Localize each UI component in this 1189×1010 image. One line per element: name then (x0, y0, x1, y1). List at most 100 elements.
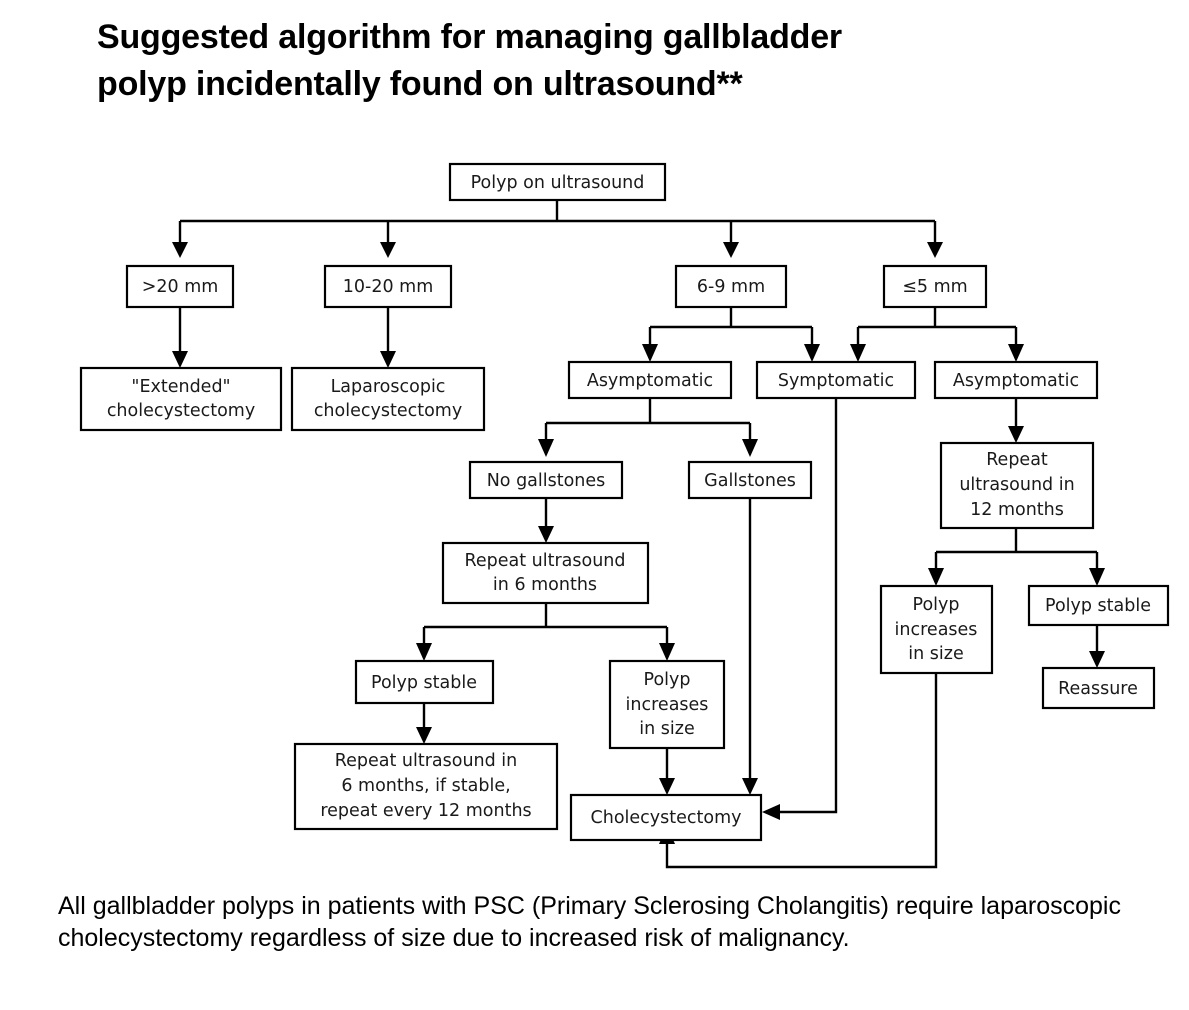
node-box (448, 162, 667, 202)
node-label-line2: ultrasound in (959, 475, 1074, 495)
arrowhead-lap (380, 351, 396, 368)
node-box (125, 264, 235, 309)
node-label-line2: increases (895, 620, 978, 640)
node-label-line1: Repeat ultrasound in (335, 751, 518, 771)
node-6-9mm[interactable]: 6-9 mm (674, 264, 788, 309)
node-label-line1: Laparoscopic (331, 377, 446, 397)
node-box (879, 584, 994, 675)
figure-title: Suggested algorithm for managing gallbla… (97, 18, 842, 103)
arrowhead-repeat12 (1008, 426, 1024, 443)
node-box (674, 264, 788, 309)
node-label: Asymptomatic (587, 371, 713, 391)
edge-sympt-to-chole (776, 398, 838, 814)
arrowhead-schedule (416, 727, 432, 744)
flowchart-canvas: Polyp on ultrasound >20 mm 10-20 mm 6-9 … (79, 162, 1170, 869)
node-label-line3: 12 months (970, 500, 1064, 520)
node-box (79, 366, 283, 432)
node-label: 6-9 mm (697, 277, 765, 297)
node-label: Polyp stable (1045, 596, 1151, 616)
node-label-line1: Polyp (644, 670, 691, 690)
node-label: 10-20 mm (343, 277, 434, 297)
arrowhead-inc-left (659, 643, 675, 661)
node-box (354, 659, 495, 705)
arrowhead-inc-right (928, 568, 944, 586)
node-box (567, 360, 733, 400)
node-gt20mm[interactable]: >20 mm (125, 264, 235, 309)
node-box (882, 264, 988, 309)
node-polyp-stable-left[interactable]: Polyp stable (354, 659, 495, 705)
node-label: >20 mm (142, 277, 219, 297)
node-polyp-on-ultrasound[interactable]: Polyp on ultrasound (448, 162, 667, 202)
node-box (323, 264, 453, 309)
arrowhead-chole-top-left (659, 778, 675, 795)
node-label: Reassure (1058, 679, 1138, 699)
node-gallstones[interactable]: Gallstones (687, 460, 813, 500)
node-label: Gallstones (704, 471, 796, 491)
node-10-20mm[interactable]: 10-20 mm (323, 264, 453, 309)
node-repeat-ultrasound-12-months[interactable]: Repeat ultrasound in 12 months (939, 441, 1095, 530)
node-label-line2: increases (626, 695, 709, 715)
node-label-line1: Repeat (986, 450, 1048, 470)
node-label: Polyp on ultrasound (471, 173, 645, 193)
node-label-line3: in size (639, 719, 694, 739)
node-label: Symptomatic (778, 371, 894, 391)
node-label-line3: repeat every 12 months (320, 801, 531, 821)
arrowhead-stable-left (416, 643, 432, 661)
arrowhead-gt20 (172, 242, 188, 258)
arrowhead-6-9 (723, 242, 739, 258)
node-label-line2: 6 months, if stable, (341, 776, 510, 796)
edge-layer (172, 200, 1105, 869)
node-repeat-schedule[interactable]: Repeat ultrasound in 6 months, if stable… (293, 742, 559, 831)
node-polyp-increases-right[interactable]: Polyp increases in size (879, 584, 994, 675)
node-polyp-stable-right[interactable]: Polyp stable (1027, 584, 1170, 627)
node-symptomatic[interactable]: Symptomatic (755, 360, 917, 400)
node-asymptomatic-6-9[interactable]: Asymptomatic (567, 360, 733, 400)
node-cholecystectomy[interactable]: Cholecystectomy (569, 793, 763, 842)
arrowhead-asym-5 (1008, 344, 1024, 362)
node-label-line2: in 6 months (493, 575, 597, 595)
arrowhead-sympt-from-le5 (850, 344, 866, 362)
node-label: Asymptomatic (953, 371, 1079, 391)
node-box (293, 742, 559, 831)
node-label-line1: Polyp (913, 595, 960, 615)
node-label: Cholecystectomy (591, 808, 742, 828)
node-repeat-ultrasound-6-months[interactable]: Repeat ultrasound in 6 months (441, 541, 650, 605)
node-box (608, 659, 726, 750)
arrowhead-10-20 (380, 242, 396, 258)
node-asymptomatic-le5[interactable]: Asymptomatic (933, 360, 1099, 400)
node-label: ≤5 mm (902, 277, 967, 297)
node-box (468, 460, 624, 500)
node-box (687, 460, 813, 500)
node-le5mm[interactable]: ≤5 mm (882, 264, 988, 309)
node-polyp-increases-left[interactable]: Polyp increases in size (608, 659, 726, 750)
edge-incright-to-chole (665, 673, 938, 869)
arrowhead-extended (172, 351, 188, 368)
arrowhead-repeat6 (538, 526, 554, 543)
arrowhead-le5 (927, 242, 943, 258)
node-box (569, 793, 763, 842)
figure-caption: All gallbladder polyps in patients with … (58, 892, 1121, 952)
node-label-line2: cholecystectomy (107, 401, 255, 421)
node-layer: Polyp on ultrasound >20 mm 10-20 mm 6-9 … (79, 162, 1170, 842)
arrowhead-stable-right (1089, 568, 1105, 586)
arrowhead-reassure (1089, 651, 1105, 668)
node-box (290, 366, 486, 432)
node-reassure[interactable]: Reassure (1041, 666, 1156, 710)
node-box (1041, 666, 1156, 710)
arrowhead-gallstones (742, 439, 758, 457)
node-laparoscopic-cholecystectomy[interactable]: Laparoscopic cholecystectomy (290, 366, 486, 432)
node-box (939, 441, 1095, 530)
node-label-line2: cholecystectomy (314, 401, 462, 421)
arrowhead-chole-right (762, 804, 780, 820)
arrowhead-chole-top-right (742, 778, 758, 795)
node-extended-cholecystectomy[interactable]: "Extended" cholecystectomy (79, 366, 283, 432)
node-no-gallstones[interactable]: No gallstones (468, 460, 624, 500)
arrowhead-sympt-from-69 (804, 344, 820, 362)
node-label-line3: in size (908, 644, 963, 664)
arrowhead-nogallstones (538, 439, 554, 457)
node-box (755, 360, 917, 400)
node-label: Polyp stable (371, 673, 477, 693)
arrowhead-asym-69 (642, 344, 658, 362)
node-label-line1: Repeat ultrasound (464, 551, 625, 571)
